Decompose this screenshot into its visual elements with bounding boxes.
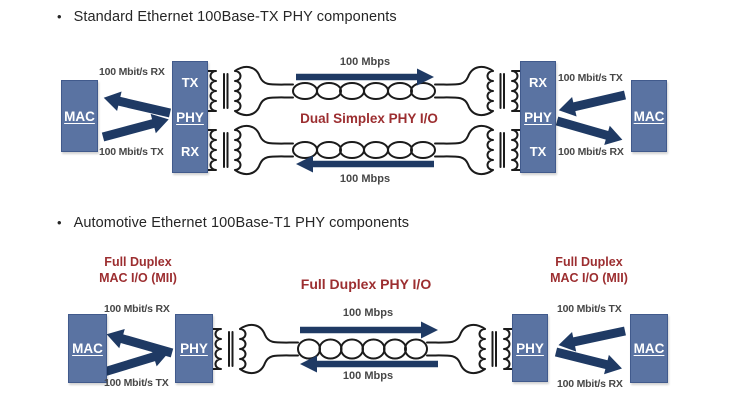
mac-io-mii-line2: MAC I/O (MII): [99, 271, 177, 285]
bottom-wire-arrow-right: [300, 321, 438, 339]
top-right-rx-arrow: [554, 111, 626, 150]
mac-label: MAC: [633, 341, 665, 356]
top-section-title: Standard Ethernet 100Base-TX PHY compone…: [73, 9, 397, 25]
phy-rx-label: RX: [528, 75, 548, 90]
phy-tx-label: TX: [181, 75, 199, 90]
top-left-rx-rate-label: 100 Mbit/s RX: [99, 66, 165, 78]
bottom-right-tx-arrow: [556, 321, 628, 355]
top-right-mac-box: MAC: [631, 80, 667, 152]
bottom-wire-speed-label-lower: 100 Mbps: [342, 370, 394, 382]
mac-label: MAC: [64, 108, 95, 124]
bottom-right-phy-box: PHY: [512, 314, 548, 382]
phy-label: PHY: [524, 109, 552, 125]
top-wire-speed-label-lower: 100 Mbps: [339, 173, 391, 185]
top-right-tx-arrow: [556, 85, 628, 121]
top-right-rx-rate-label: 100 Mbit/s RX: [558, 146, 624, 158]
top-right-transformer-rx: [434, 65, 521, 117]
full-duplex-line1: Full Duplex: [555, 255, 623, 269]
mac-label: MAC: [72, 341, 103, 356]
mac-label: MAC: [633, 108, 665, 124]
top-left-transformer-rx: [207, 124, 294, 176]
full-duplex-phy-label: Full Duplex PHY I/O: [300, 276, 432, 292]
bullet-icon: •: [57, 215, 62, 230]
mac-io-mii-line2: MAC I/O (MII): [550, 271, 628, 285]
left-full-duplex-mac-label: Full Duplex MAC I/O (MII): [99, 254, 177, 286]
bottom-left-transformer: [212, 323, 299, 375]
bottom-right-rx-rate-label: 100 Mbit/s RX: [557, 378, 623, 390]
top-twisted-pair-lower: [292, 141, 436, 159]
right-full-duplex-mac-label: Full Duplex MAC I/O (MII): [550, 254, 628, 286]
bottom-twisted-pair: [297, 338, 428, 360]
dual-simplex-label: Dual Simplex PHY I/O: [300, 111, 438, 126]
full-duplex-line1: Full Duplex: [104, 255, 172, 269]
bottom-left-phy-box: PHY: [175, 314, 213, 383]
top-section-title-row: • Standard Ethernet 100Base-TX PHY compo…: [57, 8, 397, 26]
phy-rx-label: RX: [180, 144, 200, 159]
top-right-phy-box: RX PHY TX: [520, 61, 556, 173]
top-right-tx-rate-label: 100 Mbit/s TX: [558, 72, 623, 84]
top-left-mac-box: MAC: [61, 80, 98, 152]
top-left-phy-box: TX PHY RX: [172, 61, 208, 173]
bottom-section-title: Automotive Ethernet 100Base-T1 PHY compo…: [73, 215, 410, 231]
top-left-tx-rate-label: 100 Mbit/s TX: [99, 146, 164, 158]
bullet-icon: •: [57, 9, 62, 24]
phy-tx-label: TX: [529, 144, 547, 159]
phy-label: PHY: [180, 341, 208, 356]
bottom-right-mac-box: MAC: [630, 314, 668, 383]
top-left-transformer-tx: [207, 65, 294, 117]
bottom-right-transformer: [426, 323, 513, 375]
phy-label: PHY: [176, 109, 204, 125]
bottom-section-title-row: • Automotive Ethernet 100Base-T1 PHY com…: [57, 214, 409, 232]
bottom-wire-speed-label-upper: 100 Mbps: [342, 307, 394, 319]
bottom-left-mac-box: MAC: [68, 314, 107, 383]
bottom-right-tx-rate-label: 100 Mbit/s TX: [557, 303, 622, 315]
phy-label: PHY: [516, 340, 544, 356]
bottom-left-rx-rate-label: 100 Mbit/s RX: [104, 303, 170, 315]
top-wire-arrow-right: [296, 68, 434, 86]
top-wire-arrow-left: [296, 155, 434, 173]
top-wire-speed-label-upper: 100 Mbps: [339, 56, 391, 68]
bottom-left-tx-rate-label: 100 Mbit/s TX: [104, 377, 169, 389]
top-right-transformer-tx: [434, 124, 521, 176]
top-twisted-pair-upper: [292, 82, 436, 100]
bottom-right-rx-arrow: [553, 342, 625, 379]
